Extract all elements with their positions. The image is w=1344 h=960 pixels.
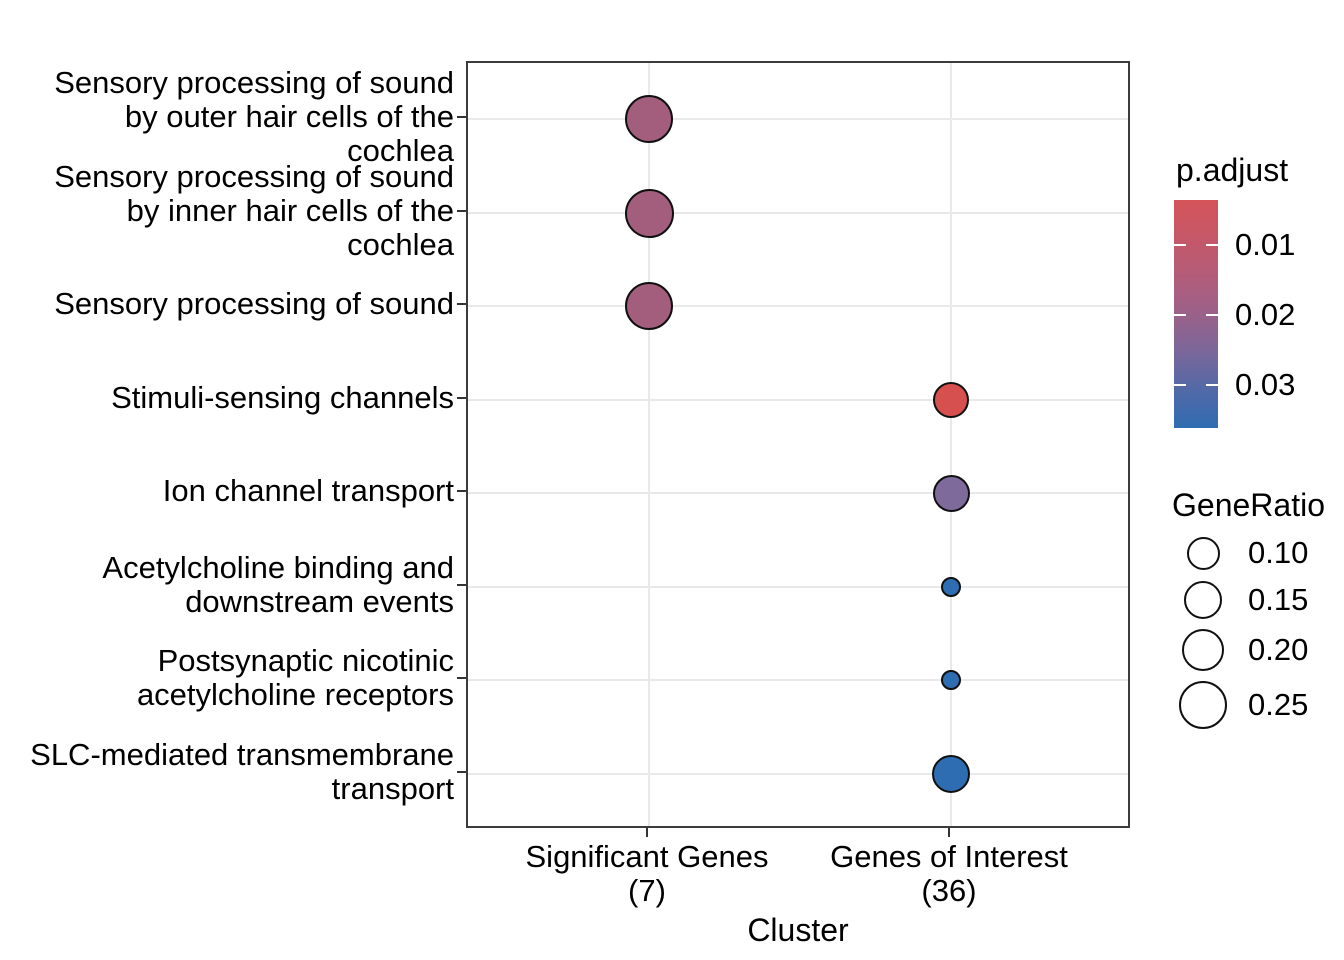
size-legend-label: 0.20 [1248,632,1309,667]
y-axis-tick [457,584,466,586]
y-axis-label: Stimuli-sensing channels [14,381,454,415]
y-axis-tick [457,677,466,679]
y-axis-tick [457,397,466,399]
data-point [624,188,674,238]
y-axis-label-line: Postsynaptic nicotinic [157,643,454,678]
data-point [932,755,970,793]
colorbar-tick-left [1174,244,1186,246]
data-point [932,474,970,512]
gridline-horizontal [468,118,1128,120]
y-axis-tick [457,116,466,118]
x-axis-label-line: (7) [628,873,666,908]
color-legend-title: p.adjust [1176,152,1289,188]
y-axis-label-line: acetylcholine receptors [136,677,454,712]
colorbar-tick-left [1174,384,1186,386]
gridline-horizontal [468,679,1128,681]
colorbar-tick-right [1206,314,1218,316]
gridline-vertical [648,63,650,826]
y-axis-tick [457,490,466,492]
data-point [933,382,969,418]
y-axis-label-line: Stimuli-sensing channels [111,380,454,415]
y-axis-label-line: Acetylcholine binding and [102,550,454,585]
y-axis-label-line: by outer hair cells of the [124,99,454,134]
x-axis-label: Significant Genes(7) [487,840,807,908]
data-point [941,577,961,597]
size-legend-circle [1182,629,1224,671]
size-legend-label: 0.10 [1248,535,1309,570]
x-axis-label-line: (36) [921,873,977,908]
y-axis-tick [457,303,466,305]
colorbar-tick-right [1206,244,1218,246]
colorbar-tick-right [1206,384,1218,386]
colorbar-tick-label: 0.03 [1235,367,1296,402]
gridline-horizontal [468,305,1128,307]
size-legend-title: GeneRatio [1172,487,1325,523]
y-axis-label-line: Sensory processing of sound [54,65,454,100]
y-axis-label-line: cochlea [347,133,454,168]
data-point [625,95,673,143]
y-axis-label-line: transport [331,771,454,806]
plot-panel [466,61,1130,828]
data-point [941,670,961,690]
gridline-horizontal [468,212,1128,214]
y-axis-tick [457,771,466,773]
colorbar-tick-left [1174,314,1186,316]
y-axis-label-line: Sensory processing of sound [54,159,454,194]
y-axis-label-line: by inner hair cells of the [126,193,454,228]
size-legend-label: 0.15 [1248,582,1309,617]
y-axis-tick [457,210,466,212]
gridline-horizontal [468,586,1128,588]
gridline-horizontal [468,773,1128,775]
gridline-horizontal [468,399,1128,401]
gridline-vertical [950,63,952,826]
y-axis-label-line: Ion channel transport [162,473,454,508]
size-legend-circle [1179,681,1227,729]
gridline-horizontal [468,492,1128,494]
size-legend-circle [1186,536,1220,570]
size-legend-label: 0.25 [1248,687,1309,722]
y-axis-label-line: cochlea [347,227,454,262]
y-axis-label-line: SLC-mediated transmembrane [30,737,454,772]
x-axis-label-line: Genes of Interest [830,839,1068,874]
size-legend-circle [1184,581,1222,619]
x-axis-title: Cluster [747,912,849,948]
y-axis-label-line: Sensory processing of sound [54,286,454,321]
x-axis-tick [948,828,950,837]
y-axis-label: Sensory processing of sound [14,287,454,321]
data-point [625,282,673,330]
y-axis-label-line: downstream events [185,584,454,619]
x-axis-label-line: Significant Genes [525,839,769,874]
x-axis-tick [646,828,648,837]
colorbar-tick-label: 0.01 [1235,227,1296,262]
y-axis-label: Ion channel transport [14,474,454,508]
colorbar-tick-label: 0.02 [1235,297,1296,332]
x-axis-label: Genes of Interest(36) [789,840,1109,908]
